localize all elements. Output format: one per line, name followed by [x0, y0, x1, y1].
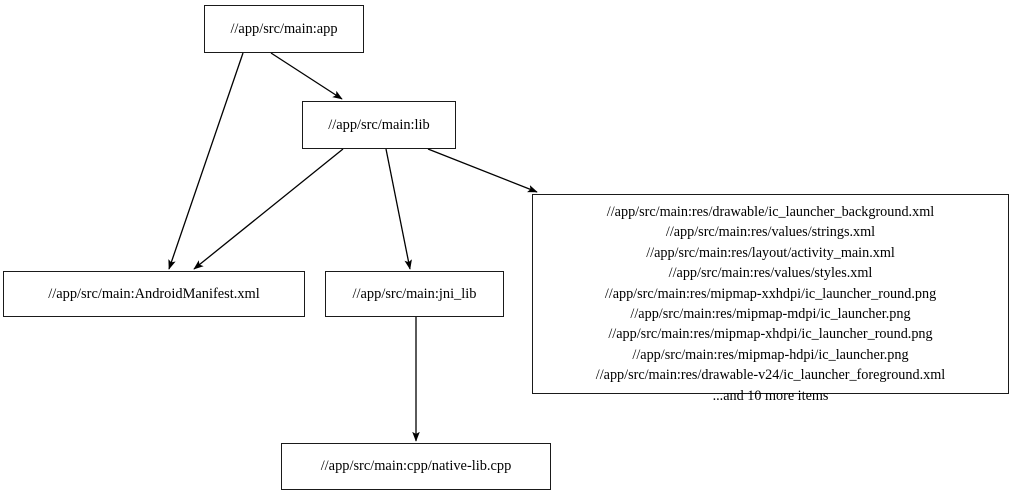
- res-group-line: //app/src/main:res/values/styles.xml: [668, 265, 873, 282]
- edge-lib-to-res-group: [427, 148, 538, 193]
- graph-node-res-group[interactable]: //app/src/main:res/drawable/ic_launcher_…: [532, 194, 1009, 404]
- edge-app-to-lib: [270, 52, 343, 100]
- res-group-line: //app/src/main:res/mipmap-mdpi/ic_launch…: [630, 306, 911, 323]
- edge-lib-to-manifest: [193, 148, 344, 270]
- res-group-line: //app/src/main:res/drawable/ic_launcher_…: [606, 204, 935, 220]
- res-group-line: //app/src/main:res/mipmap-xxhdpi/ic_laun…: [604, 285, 937, 302]
- graph-node-lib[interactable]: //app/src/main:lib: [302, 101, 456, 149]
- res-group-line: //app/src/main:res/mipmap-xhdpi/ic_launc…: [608, 326, 933, 343]
- graph-node-jni-lib[interactable]: //app/src/main:jni_lib: [325, 271, 504, 317]
- res-group-line: //app/src/main:res/drawable-v24/ic_launc…: [595, 367, 946, 384]
- res-group-line: //app/src/main:res/values/strings.xml: [665, 224, 876, 241]
- graph-node-app[interactable]: //app/src/main:app: [204, 5, 364, 53]
- edge-app-to-manifest: [168, 52, 244, 270]
- graph-node-android-manifest[interactable]: //app/src/main:AndroidManifest.xml: [3, 271, 305, 317]
- graph-node-native-lib-cpp[interactable]: //app/src/main:cpp/native-lib.cpp: [281, 443, 551, 490]
- res-group-line: //app/src/main:res/layout/activity_main.…: [646, 244, 895, 261]
- edge-lib-to-jni-lib: [385, 148, 412, 270]
- res-group-overflow-note: ...and 10 more items: [712, 387, 829, 404]
- res-group-line: //app/src/main:res/mipmap-hdpi/ic_launch…: [632, 346, 909, 363]
